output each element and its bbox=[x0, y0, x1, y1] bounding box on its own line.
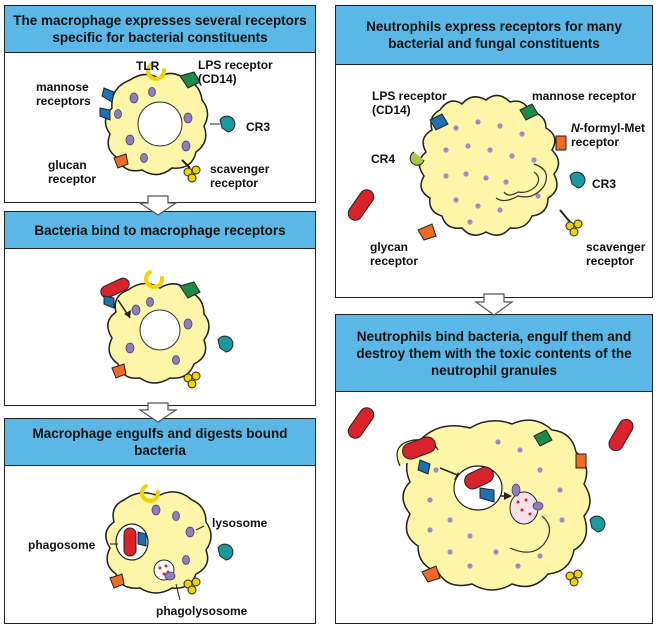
label-scavenger-receptor: scavenger receptor bbox=[210, 162, 270, 190]
neutrophil-receptors-title: Neutrophils express receptors for many b… bbox=[335, 5, 653, 65]
macrophage-cell-1 bbox=[99, 62, 236, 183]
label-mannose-receptors: mannose receptors bbox=[36, 80, 91, 108]
down-arrow-3 bbox=[474, 293, 514, 316]
label-neutrophil-scavenger: scavenger receptor bbox=[586, 240, 646, 268]
down-arrow-1 bbox=[138, 195, 178, 216]
label-glycan-receptor: glycan receptor bbox=[370, 240, 419, 268]
label-glucan-receptor: glucan receptor bbox=[48, 158, 97, 186]
bacteria-bind-title: Bacteria bind to macrophage receptors bbox=[4, 211, 316, 249]
neutrophil-engulf-title: Neutrophils bind bacteria, engulf them a… bbox=[335, 314, 653, 392]
label-lysosome: lysosome bbox=[212, 516, 268, 530]
macrophage-cell-3 bbox=[105, 484, 234, 601]
label-neutrophil-lps: LPS receptor (CD14) bbox=[372, 89, 447, 117]
neutrophil-cell-1 bbox=[347, 94, 586, 241]
label-phagolysosome: phagolysosome bbox=[156, 604, 248, 618]
label-cr3: CR3 bbox=[246, 120, 271, 134]
label-phagosome: phagosome bbox=[28, 538, 96, 552]
macrophage-cell-2 bbox=[100, 270, 234, 389]
down-arrow-2 bbox=[138, 402, 178, 423]
label-cr4: CR4 bbox=[371, 152, 396, 166]
label-tlr: TLR bbox=[136, 59, 160, 73]
label-nformyl-receptor: N-formyl-Met receptor bbox=[571, 121, 646, 149]
macrophage-receptors-title: The macrophage expresses several recepto… bbox=[4, 5, 316, 53]
label-lps-receptor: LPS receptor (CD14) bbox=[198, 58, 273, 86]
engulf-digest-title: Macrophage engulfs and digests bound bac… bbox=[4, 418, 316, 466]
label-neutrophil-mannose: mannose receptor bbox=[532, 89, 637, 103]
label-neutrophil-cr3: CR3 bbox=[592, 177, 617, 191]
